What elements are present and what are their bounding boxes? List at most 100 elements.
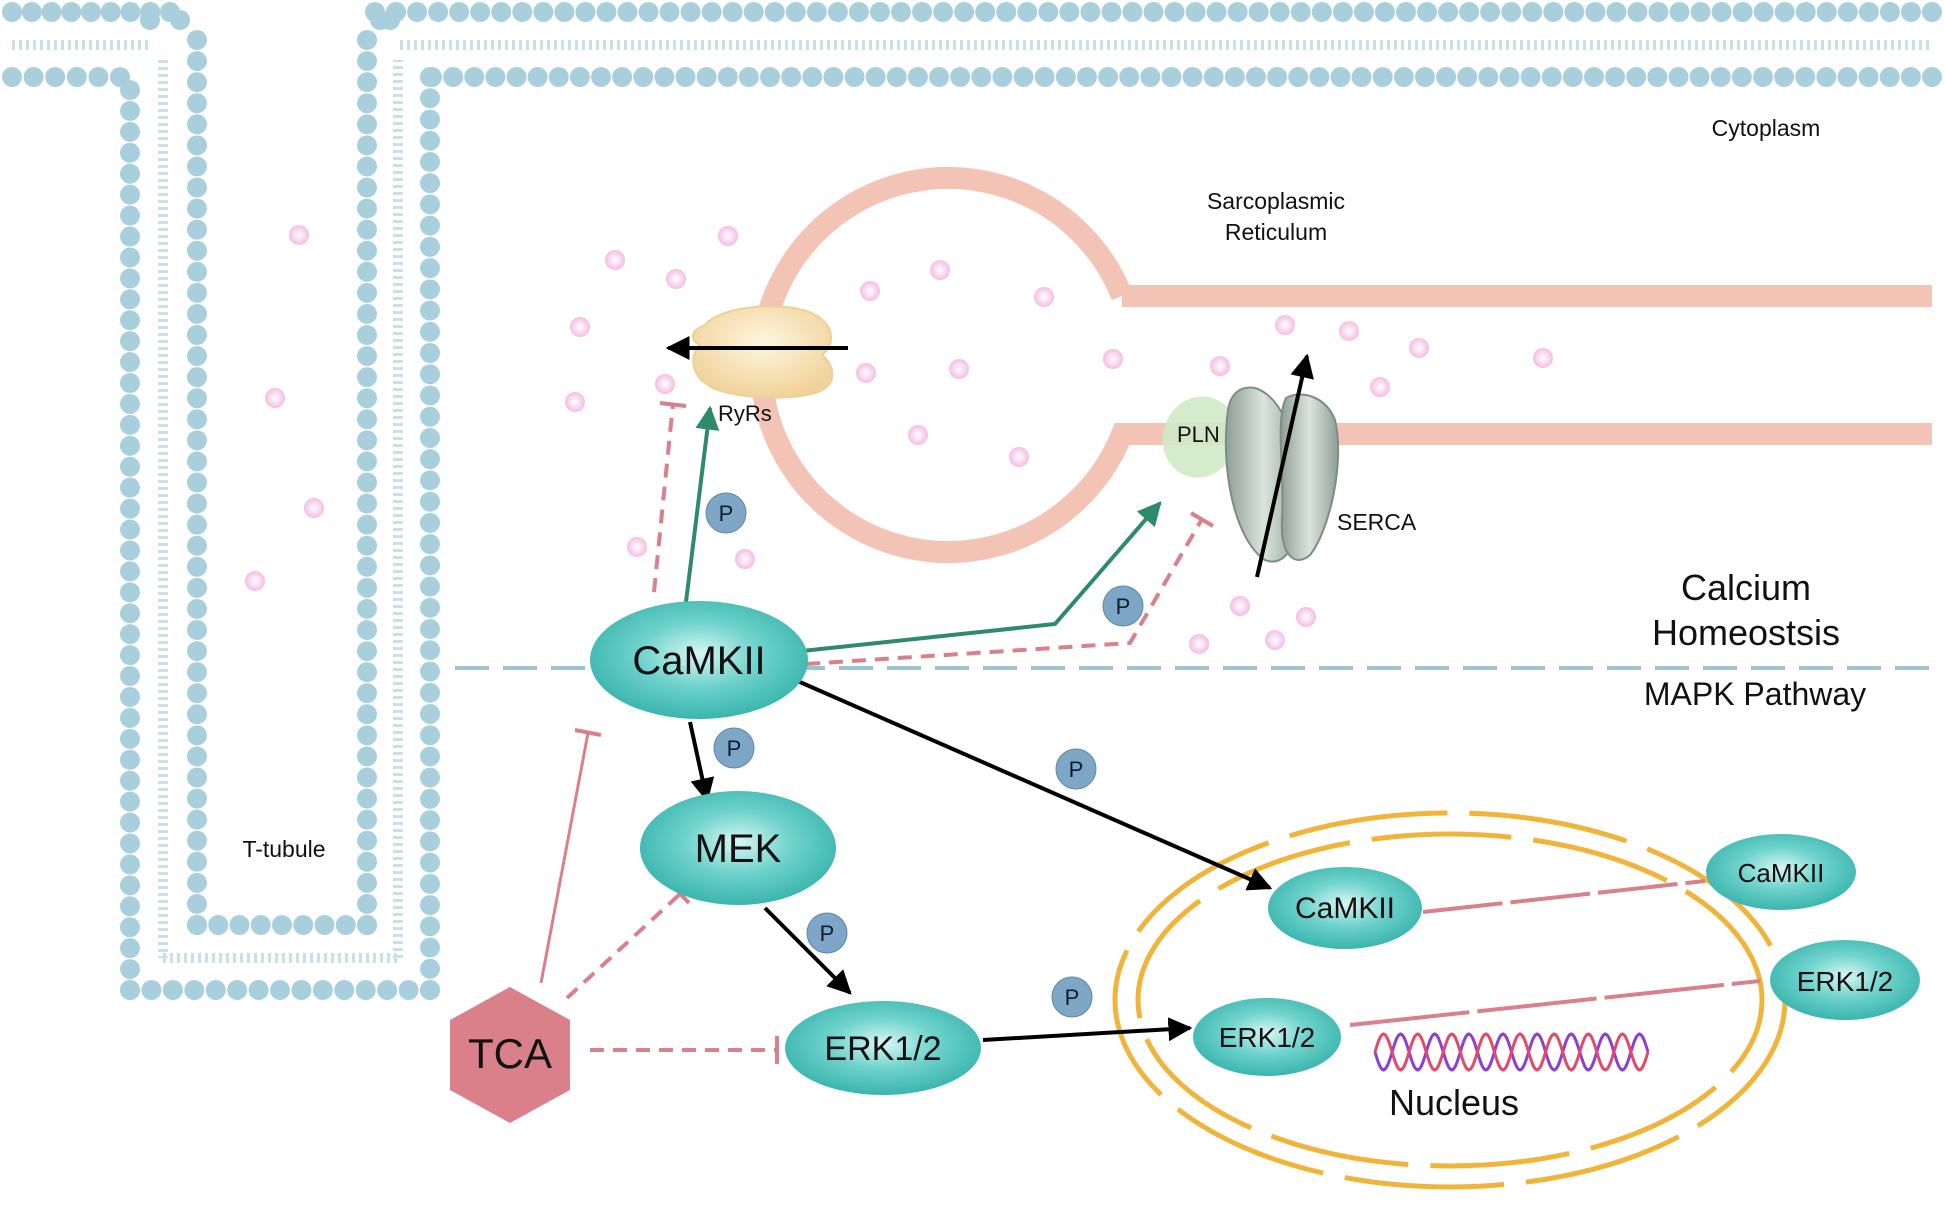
phospholipid-head bbox=[120, 770, 140, 791]
calcium-ion-dot bbox=[718, 226, 738, 246]
phospholipid-head bbox=[45, 67, 66, 87]
phospholipid-head bbox=[120, 519, 140, 540]
phospholipid-head bbox=[470, 2, 491, 22]
calcium-ion-dot bbox=[304, 498, 324, 518]
phospholipid-head bbox=[187, 556, 207, 577]
phospho-badge: P bbox=[713, 727, 755, 769]
phospholipid-head bbox=[420, 279, 440, 300]
phospho-badge: P bbox=[705, 492, 747, 534]
phospholipid-head bbox=[420, 682, 440, 703]
sr-label-line1: Sarcoplasmic bbox=[1207, 188, 1345, 214]
phospholipid-head bbox=[420, 661, 440, 682]
dna-strand bbox=[1373, 1032, 1650, 1072]
phospholipid-head bbox=[996, 2, 1017, 22]
phospholipid-head bbox=[357, 30, 377, 50]
phospholipid-head bbox=[208, 915, 229, 935]
phospholipid-head bbox=[1309, 67, 1330, 87]
phospholipid-head bbox=[420, 619, 440, 640]
phospholipid-head bbox=[270, 980, 290, 1000]
phospholipid-head bbox=[617, 2, 638, 22]
calcium-ion-dot bbox=[860, 281, 880, 301]
phospholipid-head bbox=[1374, 2, 1395, 22]
phospholipid-head bbox=[187, 535, 207, 556]
phospholipid-head bbox=[357, 556, 377, 577]
phospholipid-head bbox=[120, 331, 140, 352]
phospholipid-head bbox=[187, 261, 207, 282]
node-camkii-nucleus: CaMKII bbox=[1268, 867, 1422, 949]
phospholipid-head bbox=[1076, 67, 1097, 87]
calcium-ion-dot bbox=[735, 549, 755, 569]
phospholipid-head bbox=[420, 173, 440, 194]
calcium-ion-dot bbox=[1230, 596, 1250, 616]
node-camkii-outside: CaMKII bbox=[1706, 834, 1856, 910]
phospholipid-head bbox=[886, 67, 907, 87]
phospholipid-head bbox=[420, 640, 440, 661]
phospholipid-head bbox=[1034, 67, 1055, 87]
phospholipid-head bbox=[357, 156, 377, 177]
phospholipid-head bbox=[1290, 2, 1311, 22]
phospholipid-head bbox=[1774, 67, 1795, 87]
erk-to-nuclear-erk-arrow bbox=[982, 1017, 1193, 1042]
phospholipid-head bbox=[848, 2, 869, 22]
calcium-ion-dot bbox=[655, 374, 675, 394]
phospholipid-head bbox=[187, 156, 207, 177]
phospholipid-head bbox=[1288, 67, 1309, 87]
phospholipid-head bbox=[100, 2, 121, 22]
phospholipid-head bbox=[120, 352, 140, 373]
calcium-ion-dot bbox=[1409, 338, 1429, 358]
phospholipid-head bbox=[802, 67, 823, 87]
phospholipid-head bbox=[1879, 2, 1900, 22]
phospholipid-head bbox=[141, 980, 162, 1000]
phospholipid-head bbox=[1690, 2, 1711, 22]
phospholipid-head bbox=[357, 388, 377, 409]
phospholipid-head bbox=[420, 958, 440, 979]
phospholipid-head bbox=[420, 109, 440, 130]
phospholipid-head bbox=[1182, 67, 1203, 87]
calcium-ion-dot bbox=[908, 425, 928, 445]
phospholipid-head bbox=[335, 915, 356, 935]
phospholipid-head bbox=[1436, 67, 1457, 87]
phospholipid-head bbox=[420, 88, 440, 109]
phospholipid-head bbox=[1816, 2, 1837, 22]
phospholipid-head bbox=[120, 184, 140, 205]
phospholipid-head bbox=[1583, 67, 1604, 87]
phospholipid-head bbox=[314, 915, 335, 935]
calcium-ion-dot bbox=[605, 250, 625, 270]
phospholipid-head bbox=[120, 603, 140, 624]
phospholipid-head bbox=[1710, 67, 1731, 87]
phospholipid-head bbox=[357, 198, 377, 219]
phospholipid-head bbox=[420, 534, 440, 555]
phospholipid-head bbox=[420, 67, 440, 87]
phospho-badge: P bbox=[1051, 976, 1093, 1018]
phospholipid-head bbox=[120, 80, 140, 100]
phospholipid-head bbox=[120, 707, 140, 728]
phospholipid-head bbox=[357, 493, 377, 514]
calcium-ion-dot bbox=[245, 571, 265, 591]
camkii-to-pln-activation bbox=[801, 501, 1162, 653]
phospholipid-head bbox=[1161, 67, 1182, 87]
phospholipid-head bbox=[1059, 2, 1080, 22]
phospholipid-head bbox=[596, 2, 617, 22]
node-erk-outside: ERK1/2 bbox=[1770, 940, 1920, 1020]
pln-protein bbox=[1162, 396, 1238, 478]
phospholipid-head bbox=[506, 67, 527, 87]
phospholipid-head bbox=[1562, 67, 1583, 87]
phospholipid-head bbox=[1143, 2, 1164, 22]
phospholipid-head bbox=[1752, 67, 1773, 87]
phospholipid-head bbox=[120, 749, 140, 770]
dna-helix bbox=[1373, 1032, 1650, 1072]
phospholipid-head bbox=[781, 67, 802, 87]
phospholipid-head bbox=[120, 917, 140, 938]
phospholipid-head bbox=[357, 409, 377, 430]
phospholipid-head bbox=[1480, 2, 1501, 22]
phospholipid-head bbox=[420, 300, 440, 321]
phospholipid-head bbox=[485, 67, 506, 87]
phospholipid-head bbox=[1689, 67, 1710, 87]
phospholipid-head bbox=[357, 535, 377, 556]
phospholipid-head bbox=[1459, 2, 1480, 22]
calcium-ion-dot bbox=[289, 225, 309, 245]
calcium-ion-dot bbox=[1034, 287, 1054, 307]
phospholipid-head bbox=[420, 788, 440, 809]
phospholipid-head bbox=[187, 30, 207, 50]
phospholipid-head bbox=[659, 2, 680, 22]
